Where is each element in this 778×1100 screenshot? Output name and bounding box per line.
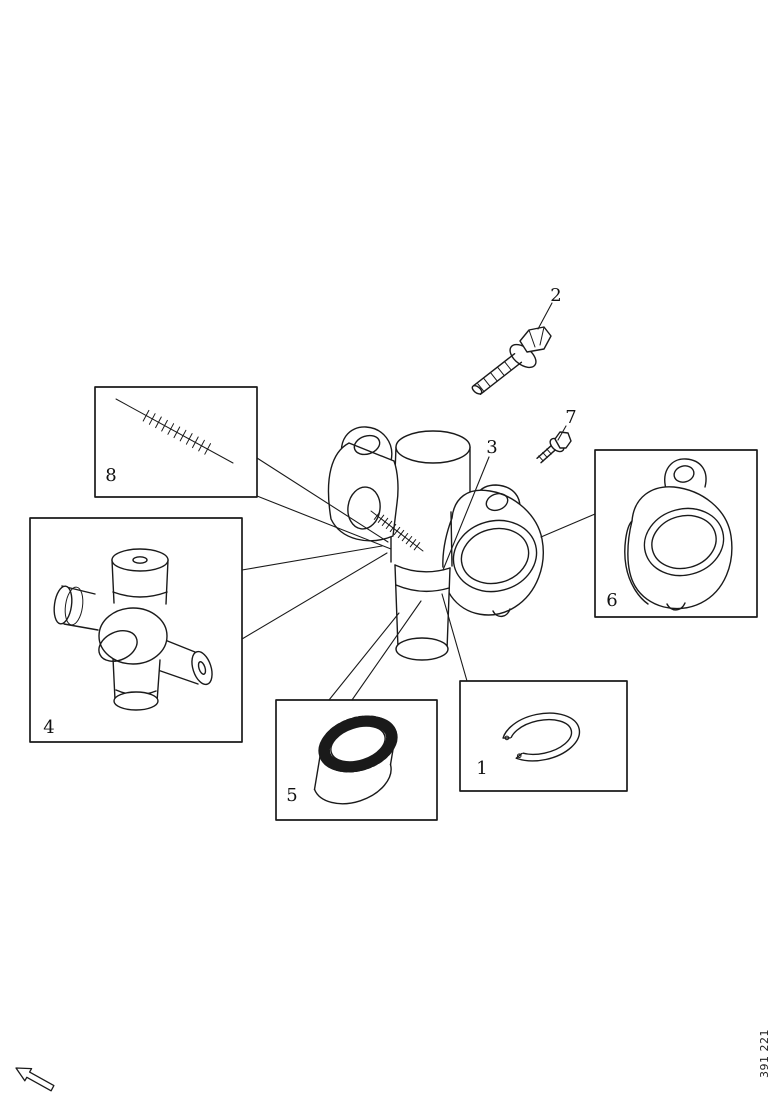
leader-1 bbox=[441, 593, 468, 682]
direction-arrow-icon bbox=[15, 1067, 55, 1092]
callout-3: 3 bbox=[486, 437, 497, 458]
flange-yoke bbox=[442, 484, 544, 618]
snap-ring-part bbox=[485, 712, 581, 778]
callout-4: 4 bbox=[43, 717, 54, 738]
callout-2: 2 bbox=[550, 285, 561, 306]
callout-7: 7 bbox=[565, 407, 576, 428]
bolt-threads bbox=[477, 361, 512, 393]
leader-7 bbox=[557, 425, 567, 441]
figure-number: 391 221 bbox=[758, 1029, 771, 1078]
u-joint-cross-part bbox=[53, 548, 213, 711]
callout-6: 6 bbox=[606, 590, 617, 611]
callout-8: 8 bbox=[105, 465, 116, 486]
bearing-cap-part bbox=[624, 458, 733, 611]
leader-8b bbox=[256, 495, 392, 550]
u-joint-assembly bbox=[327, 426, 544, 661]
bolt-head bbox=[519, 326, 552, 353]
bolt-part bbox=[471, 326, 552, 395]
spring-coils bbox=[142, 409, 211, 455]
screw-threads bbox=[538, 448, 552, 462]
leader-6 bbox=[540, 513, 596, 538]
detail-box-1 bbox=[459, 680, 628, 792]
leader-2 bbox=[537, 302, 553, 330]
yoke-ear-hole bbox=[353, 434, 381, 456]
installed-spring bbox=[370, 510, 424, 552]
cap-ear-hole bbox=[673, 465, 695, 483]
upper-shaft-cylinder bbox=[393, 430, 471, 504]
detail-box-4 bbox=[29, 517, 243, 743]
needle-rollers bbox=[319, 715, 397, 773]
leader-4b bbox=[241, 552, 388, 640]
leader-5b bbox=[351, 600, 422, 701]
screw-part bbox=[536, 431, 572, 464]
left-yoke bbox=[327, 426, 399, 542]
lower-shaft-cylinder bbox=[394, 564, 451, 661]
callout-1: 1 bbox=[476, 758, 487, 779]
leader-lines bbox=[241, 302, 596, 701]
flange-ear-hole bbox=[485, 492, 509, 512]
spring-pin-part bbox=[115, 398, 234, 464]
leader-8a bbox=[256, 457, 389, 543]
leader-4a bbox=[241, 545, 383, 571]
screw-head bbox=[554, 431, 572, 449]
leader-3 bbox=[442, 456, 490, 571]
detail-box-8 bbox=[94, 386, 258, 498]
needle-bearing-cup-part bbox=[313, 715, 398, 805]
detail-box-5 bbox=[275, 699, 438, 821]
detail-box-6 bbox=[594, 449, 758, 618]
leader-5a bbox=[328, 612, 400, 701]
callout-5: 5 bbox=[286, 785, 297, 806]
